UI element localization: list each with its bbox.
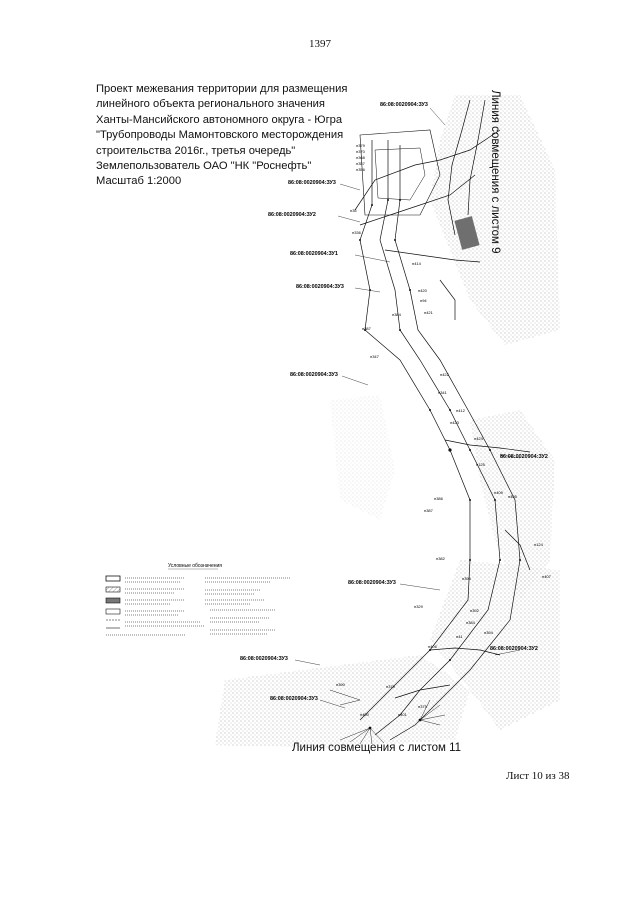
match-line-label-bottom: Линия совмещения с листом 11	[292, 742, 462, 754]
parcel-label: 86:08:0020904:ЗУ3	[296, 284, 344, 290]
point-label: н125	[476, 462, 486, 467]
point-label: н379	[386, 684, 396, 689]
legend-swatch-boundary	[105, 575, 121, 582]
point-label: н395	[462, 576, 472, 581]
point-label: н384	[466, 620, 476, 625]
sheet-number: Лист 10 из 38	[506, 770, 570, 782]
corridor-boundary	[467, 99, 486, 216]
parcel-label: 86:08:0020904:ЗУ3	[270, 696, 318, 702]
forest-area-bottom	[215, 655, 470, 748]
map-title-block: Проект межевания территории для размещен…	[96, 82, 366, 190]
point-label: н423	[450, 420, 460, 425]
legend-swatch-outline	[105, 608, 121, 615]
page-number: 1397	[309, 38, 331, 50]
point-label: н357	[356, 161, 366, 166]
point-label: н406	[428, 644, 438, 649]
title-line: Ханты-Мансийского автономного округа - Ю…	[96, 113, 343, 126]
point-label: н347	[370, 354, 380, 359]
label-leaders	[294, 107, 521, 709]
parcel-labels: 86:08:0020904:ЗУ3 86:08:0020904:ЗУ3 86:0…	[240, 102, 548, 702]
title-line: строительства 2016г., третья очередь"	[96, 144, 296, 157]
point-label: н341	[438, 390, 448, 395]
point-label: н386	[434, 496, 444, 501]
point-label: н420	[418, 288, 428, 293]
point-label: н375	[418, 704, 428, 709]
point-label: н422	[440, 372, 450, 377]
shaded-parcel-block	[454, 216, 480, 250]
parcel-label: 86:08:0020904:ЗУ3	[348, 580, 396, 586]
forest-area-left	[330, 395, 395, 520]
legend-swatch-shaded	[105, 597, 121, 604]
point-label: н407	[542, 574, 552, 579]
parcel-label: 86:08:0020904:ЗУ3	[288, 180, 336, 186]
point-label: н329	[414, 604, 424, 609]
point-label: н387	[424, 508, 434, 513]
point-label: н409	[494, 490, 504, 495]
point-label: н401	[398, 712, 408, 717]
forest-areas	[215, 95, 560, 748]
map-legend: Условные обозначения	[105, 563, 290, 636]
forest-area-middle	[470, 410, 555, 600]
title-line: Проект межевания территории для размещен…	[96, 83, 348, 95]
point-label: н387	[362, 326, 372, 331]
corridor-boundary	[394, 684, 451, 699]
title-line: Землепользователь ОАО "НК "Роснефть"	[96, 160, 312, 173]
point-label: н394	[484, 630, 494, 635]
point-label: н94	[420, 298, 427, 303]
corridor-boundary	[354, 129, 501, 211]
point-label: н390	[336, 682, 346, 687]
point-label: н400	[360, 712, 370, 717]
forest-area-lower-right	[430, 560, 560, 730]
parcel-label: 86:08:0020904:ЗУ3	[240, 656, 288, 662]
legend-swatch-hatched	[105, 586, 121, 593]
parcel-label: 86:08:0020904:ЗУ3	[380, 102, 428, 108]
point-label: н424	[474, 436, 484, 441]
corridor-boundary	[444, 439, 531, 453]
bottom-fan-lines	[329, 689, 446, 745]
forest-area-upper-right	[430, 95, 560, 345]
parcel-label: 86:08:0020904:ЗУ2	[490, 646, 538, 652]
point-label: н421	[424, 310, 434, 315]
point-label: н370	[356, 149, 366, 154]
parcel-label: 86:08:0020904:ЗУ2	[268, 212, 316, 218]
point-label: н412	[456, 408, 466, 413]
title-line: линейного объекта регионального значения	[96, 98, 325, 111]
corridor-boundary	[447, 99, 471, 236]
parcel-outline-top-inner	[374, 147, 426, 201]
point-label: н384	[392, 312, 402, 317]
point-label: н368	[356, 155, 366, 160]
parcel-label: 86:08:0020904:ЗУ3	[290, 372, 338, 378]
point-label: н41	[456, 634, 463, 639]
title-line: Масштаб 1:2000	[96, 175, 182, 188]
point-label: н382	[436, 556, 446, 561]
point-label: н35	[350, 208, 357, 213]
vertex-points	[359, 199, 521, 730]
corridor-boundary	[384, 249, 481, 263]
corridor-boundary	[439, 279, 456, 320]
parcel-outline-top	[359, 129, 441, 216]
point-label: н124	[534, 542, 544, 547]
point-label: н392	[470, 608, 480, 613]
point-label: н414	[412, 261, 422, 266]
legend-title: Условные обозначения	[168, 563, 222, 569]
parcel-label: 86:08:0020904:ЗУ2	[500, 454, 548, 460]
parcel-label: 86:08:0020904:ЗУ1	[290, 251, 338, 257]
point-label: н405	[508, 494, 518, 499]
corridor-boundary	[504, 529, 531, 571]
point-label: н356	[356, 167, 366, 172]
title-line: "Трубопроводы Мамонтовского месторождени…	[96, 129, 344, 142]
match-line-label-right: Линия совмещения с листом 9	[489, 90, 501, 254]
corridor-boundary	[359, 174, 476, 226]
corridor-boundary	[429, 647, 501, 656]
point-label: н379	[356, 143, 366, 148]
point-labels: н379 н370 н368 н357 н356 н336 н35 н414 н…	[336, 143, 552, 717]
point-label: н336	[352, 230, 362, 235]
